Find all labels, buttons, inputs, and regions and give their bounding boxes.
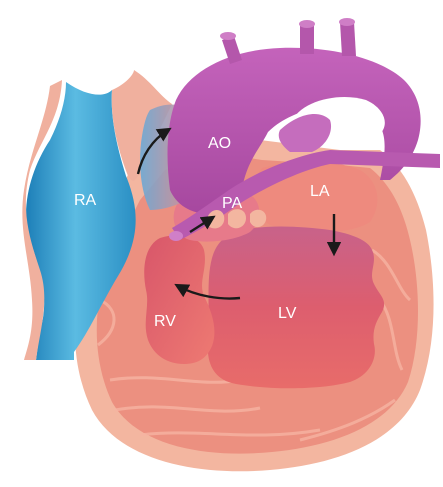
label-lv: LV [278, 305, 297, 322]
label-pa: PA [222, 195, 242, 212]
label-la: LA [310, 183, 330, 200]
label-ao: AO [208, 135, 231, 152]
right-ventricle [144, 235, 214, 364]
label-ra: RA [74, 192, 97, 209]
label-rv: RV [154, 313, 176, 330]
ductus-end [169, 231, 183, 241]
pulmonary-branch [279, 114, 331, 152]
